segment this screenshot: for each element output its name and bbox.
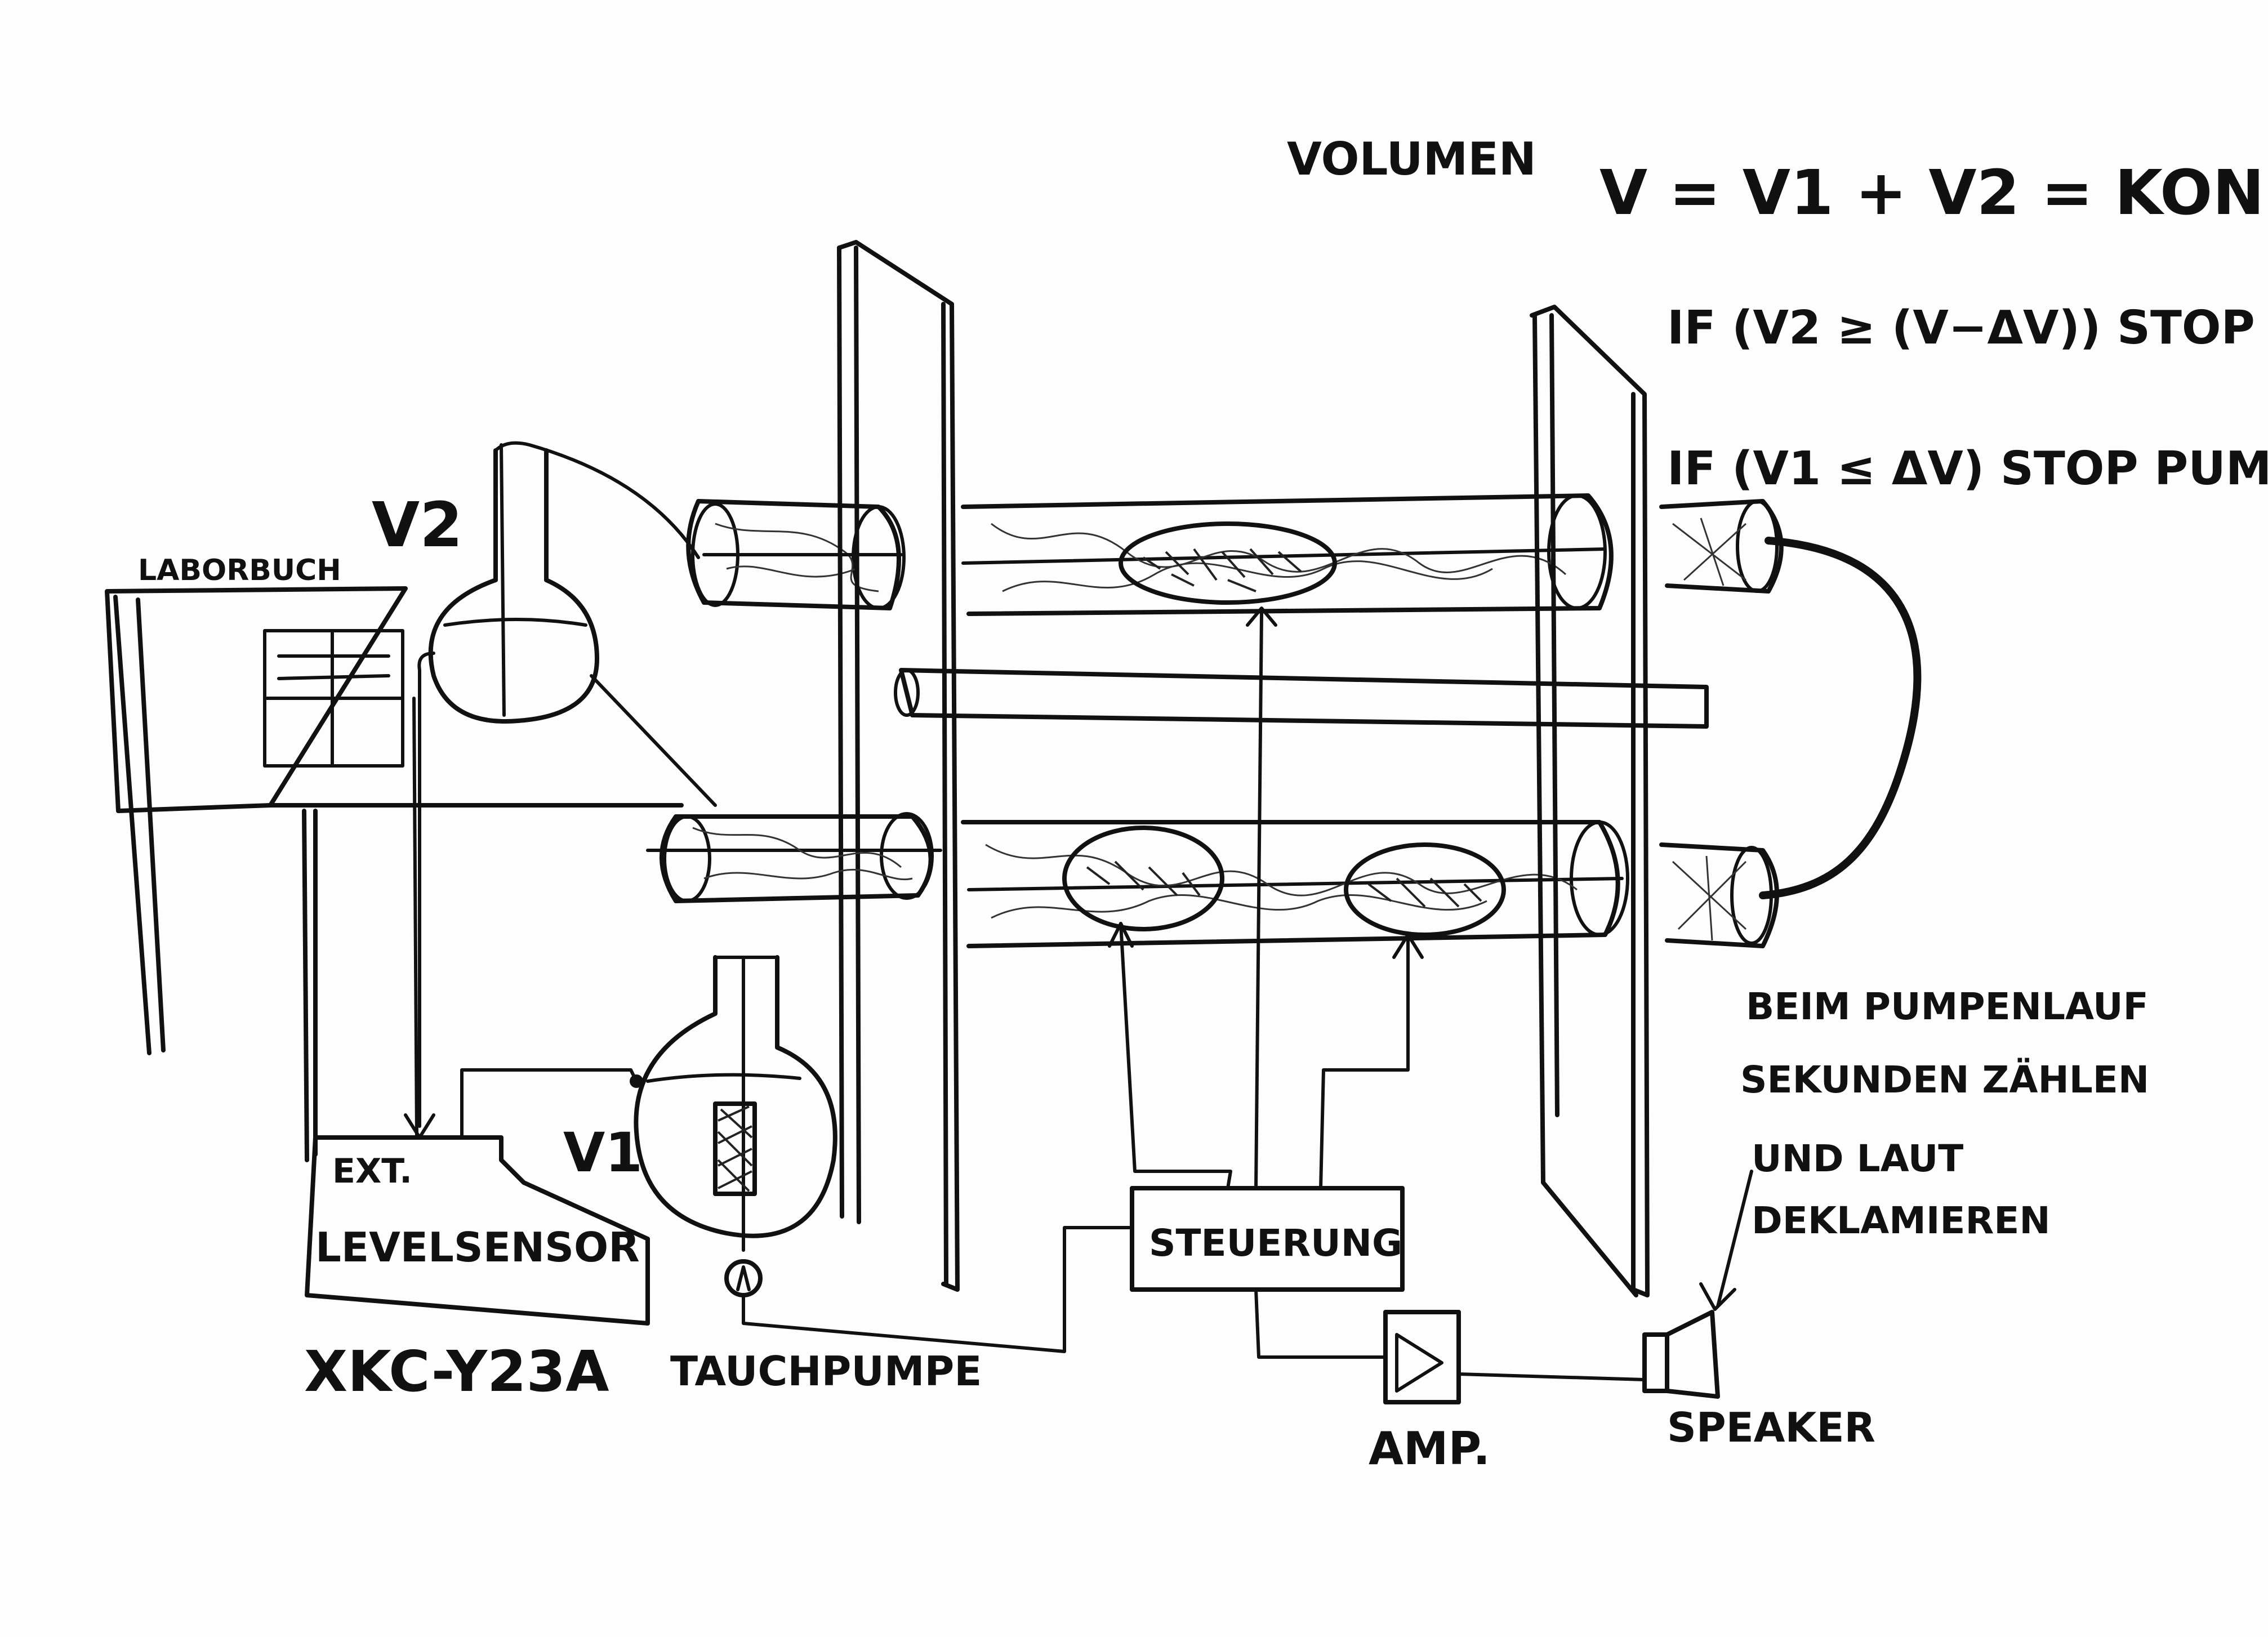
laborbuch-notebook xyxy=(263,629,404,768)
note-line-4: DEKLAMIEREN xyxy=(1752,1199,2051,1242)
middle-rod xyxy=(894,668,1709,729)
v2-label: V2 xyxy=(372,489,463,561)
v1-label: V1 xyxy=(563,1121,643,1184)
right-tube-ends xyxy=(1659,499,1922,948)
steuerung-label: STEUERUNG xyxy=(1149,1221,1402,1265)
levelsensor-label-line2: LEVELSENSOR xyxy=(315,1224,640,1271)
left-panel xyxy=(837,240,960,1292)
tauchpumpe-label: TAUCHPUMPE xyxy=(670,1348,982,1395)
note-line-1: BEIM PUMPENLAUF xyxy=(1746,985,2149,1028)
speaker-symbol xyxy=(1642,1170,1753,1399)
rule-v1: IF (V1 ≤ ΔV) STOP PUMP xyxy=(1667,442,2268,496)
upper-left-tube xyxy=(686,499,906,610)
levelsensor-label-line1: EXT. xyxy=(332,1152,412,1191)
steuerung-box xyxy=(742,606,1424,1353)
levelsensor-box xyxy=(305,697,650,1326)
lower-left-tube xyxy=(646,812,942,903)
lower-main-tube xyxy=(961,820,1629,948)
note-line-3: UND LAUT xyxy=(1752,1137,1963,1180)
upper-main-tube xyxy=(961,493,1614,616)
amp-label: AMP. xyxy=(1369,1422,1490,1475)
amp-symbol xyxy=(1254,1288,1646,1404)
levelsensor-model: XKC-Y23A xyxy=(304,1339,609,1404)
volume-formula: V = V1 + V2 = KONST. xyxy=(1599,157,2268,229)
note-line-2: SEKUNDEN ZÄHLEN xyxy=(1740,1058,2149,1101)
right-panel xyxy=(1530,305,1650,1297)
rule-v2: IF (V2 ≥ (V−ΔV)) STOP PUMP xyxy=(1667,301,2268,355)
flask-v2 xyxy=(417,441,717,1128)
speaker-label: SPEAKER xyxy=(1667,1404,1875,1451)
volume-label: VOLUMEN xyxy=(1287,133,1536,185)
laborbuch-label: LABORBUCH xyxy=(138,554,341,587)
flask-v1 xyxy=(630,955,837,1297)
lab-table xyxy=(105,586,684,1162)
